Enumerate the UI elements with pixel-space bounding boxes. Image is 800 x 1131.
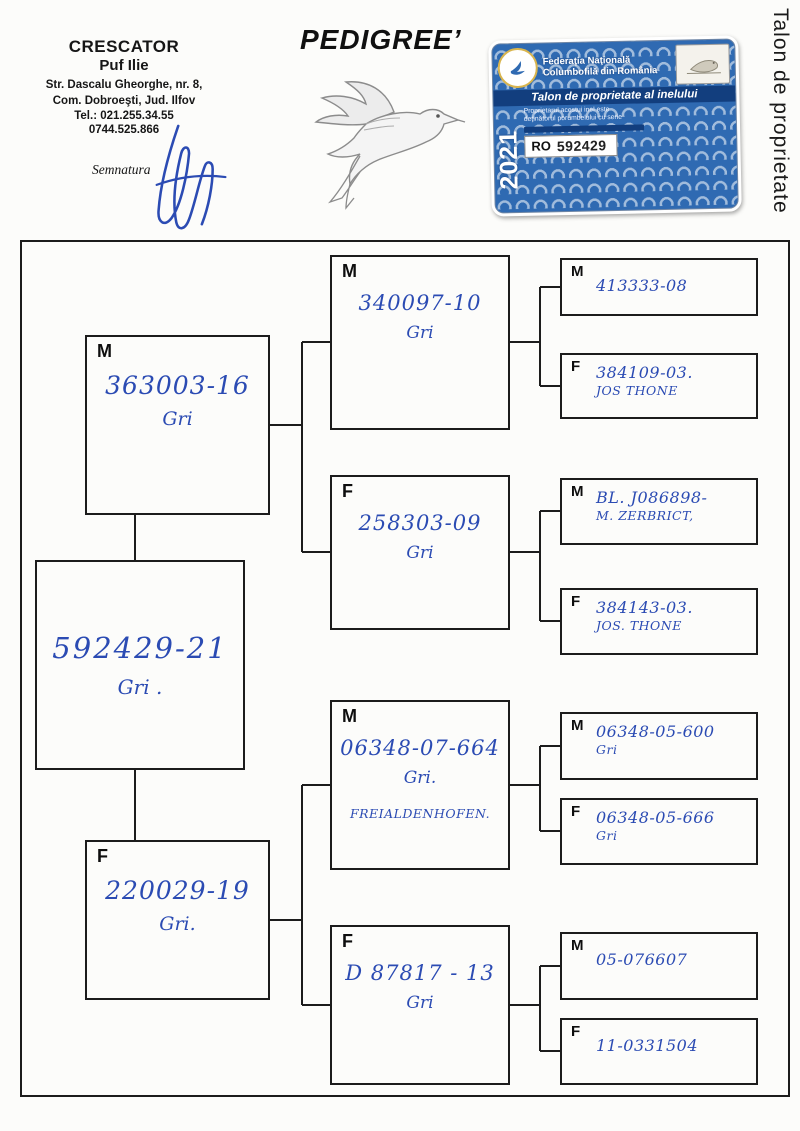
grandparent-ring-number: D 87817 - 13 (345, 961, 495, 985)
great-grandparent-strain: JOS THONE (596, 383, 678, 398)
pigeon-illustration (314, 81, 466, 210)
great-grandparent-sex-label: F (571, 593, 581, 610)
handwritten-signature (155, 124, 227, 230)
breeder-phone1: Tel.: 021.255.34.55 (74, 109, 174, 122)
sticker-divider (523, 124, 645, 133)
great-grandparent-box: F 384109-03. JOS THONE (560, 353, 758, 419)
breeder-name: Puf Ilie (99, 57, 149, 75)
signature-label: Semnatura (92, 162, 151, 177)
pedigree-frame (20, 240, 790, 1097)
federation-dove-icon (510, 60, 525, 75)
grandparent-box: F 258303-09 Gri (330, 475, 510, 630)
document-title: PEDIGREE’ (300, 24, 462, 55)
great-grandparent-sex-label: F (571, 1023, 581, 1040)
grandparent-sex-label: F (342, 481, 353, 501)
sticker-background: Federaţia Naţională Columbofilă din Româ… (491, 38, 739, 214)
great-grandparent-strain: M. ZERBRICT, (596, 508, 694, 523)
ring-country-code: RO (531, 138, 552, 155)
mother-ring-number: 220029-19 (105, 876, 250, 905)
great-grandparent-sex-label: M (571, 483, 584, 500)
great-grandparent-sex-label: M (571, 717, 584, 734)
talon-subtext-line2: deţinătorul porumbelului cu serie (523, 114, 623, 124)
grandparent-strain-note: FREIALDENHOFEN. (349, 806, 491, 821)
federation-logo (497, 47, 539, 89)
grandparent-sex-label: F (342, 931, 353, 951)
grandparent-ring-number: 340097-10 (358, 291, 482, 315)
great-grandparent-ring-number: BL. J086898- (596, 488, 708, 507)
grandparent-color: Gri (406, 993, 434, 1013)
federation-name: Federaţia Naţională Columbofilă din Româ… (543, 53, 671, 78)
grandparent-color: Gri (406, 543, 434, 563)
grandparent-box: M 06348-07-664 Gri. FREIALDENHOFEN. (330, 700, 510, 870)
grandparent-color: Gri. (403, 768, 437, 788)
father-ring-number: 363003-16 (105, 371, 250, 400)
mother-box: F 220029-19 Gri. (85, 840, 270, 1000)
breeder-phone2: 0744.525.866 (88, 124, 160, 137)
great-grandparent-box: F 11-0331504 (560, 1018, 758, 1085)
grandparent-color: Gri (406, 323, 434, 343)
father-sex-label: M (97, 341, 112, 361)
great-grandparent-sex-label: M (571, 937, 584, 954)
breeder-block: CRESCATOR Puf Ilie Str. Dascalu Gheorghe… (14, 36, 234, 138)
ownership-sticker: Federaţia Naţională Columbofilă din Româ… (488, 35, 742, 217)
breeder-address-line1: Str. Dascalu Gheorghe, nr. 8, (45, 79, 203, 91)
father-box: M 363003-16 Gri (85, 335, 270, 515)
great-grandparent-box: M 06348-05-600 Gri (560, 712, 758, 780)
great-grandparent-ring-number: 06348-05-666 (596, 808, 715, 827)
side-label-talon: Talon de proprietate (769, 8, 792, 214)
great-grandparent-ring-number: 05-076607 (596, 950, 688, 969)
subject-color: Gri . (117, 675, 163, 699)
great-grandparent-box: F 384143-03. JOS. THONE (560, 588, 758, 655)
great-grandparent-box: M 413333-08 (560, 258, 758, 316)
breeder-address-line2: Com. Dobroeşti, Jud. Ilfov (52, 95, 196, 108)
grandparent-box: F D 87817 - 13 Gri (330, 925, 510, 1085)
great-grandparent-ring-number: 06348-05-600 (596, 722, 715, 741)
great-grandparent-color: Gri (596, 828, 618, 843)
great-grandparent-sex-label: M (571, 263, 584, 280)
grandparent-ring-number: 06348-07-664 (340, 736, 500, 760)
mother-color: Gri. (159, 913, 196, 935)
subject-bird-box: 592429-21 Gri . (35, 560, 245, 770)
great-grandparent-sex-label: F (571, 803, 581, 820)
great-grandparent-ring-number: 384143-03. (596, 598, 693, 617)
federation-name-line2: Columbofilă din România (542, 65, 658, 79)
great-grandparent-box: M BL. J086898- M. ZERBRICT, (560, 478, 758, 545)
great-grandparent-ring-number: 413333-08 (596, 276, 688, 295)
great-grandparent-color: Gri (596, 742, 618, 757)
sticker-year: 2021 (494, 129, 524, 190)
sticker-header: Federaţia Naţională Columbofilă din Româ… (492, 39, 735, 90)
great-grandparent-sex-label: F (571, 358, 581, 375)
father-color: Gri (162, 408, 193, 430)
great-grandparent-box: F 06348-05-666 Gri (560, 798, 758, 865)
stamp-bird-icon (686, 60, 721, 74)
grandparent-box: M 340097-10 Gri (330, 255, 510, 430)
breeder-heading: CRESCATOR (68, 37, 180, 56)
great-grandparent-box: M 05-076607 (560, 932, 758, 1000)
subject-ring-number: 592429-21 (52, 631, 228, 665)
ring-number: 592429 (556, 137, 607, 155)
great-grandparent-strain: JOS. THONE (596, 618, 682, 633)
mother-sex-label: F (97, 846, 108, 866)
great-grandparent-ring-number: 384109-03. (596, 363, 693, 382)
ring-number-box: RO 592429 (524, 133, 618, 158)
grandparent-ring-number: 258303-09 (358, 511, 482, 535)
grandparent-sex-label: M (342, 706, 357, 726)
grandparent-sex-label: M (342, 261, 357, 281)
great-grandparent-ring-number: 11-0331504 (596, 1036, 699, 1055)
stamp-image (675, 43, 731, 85)
